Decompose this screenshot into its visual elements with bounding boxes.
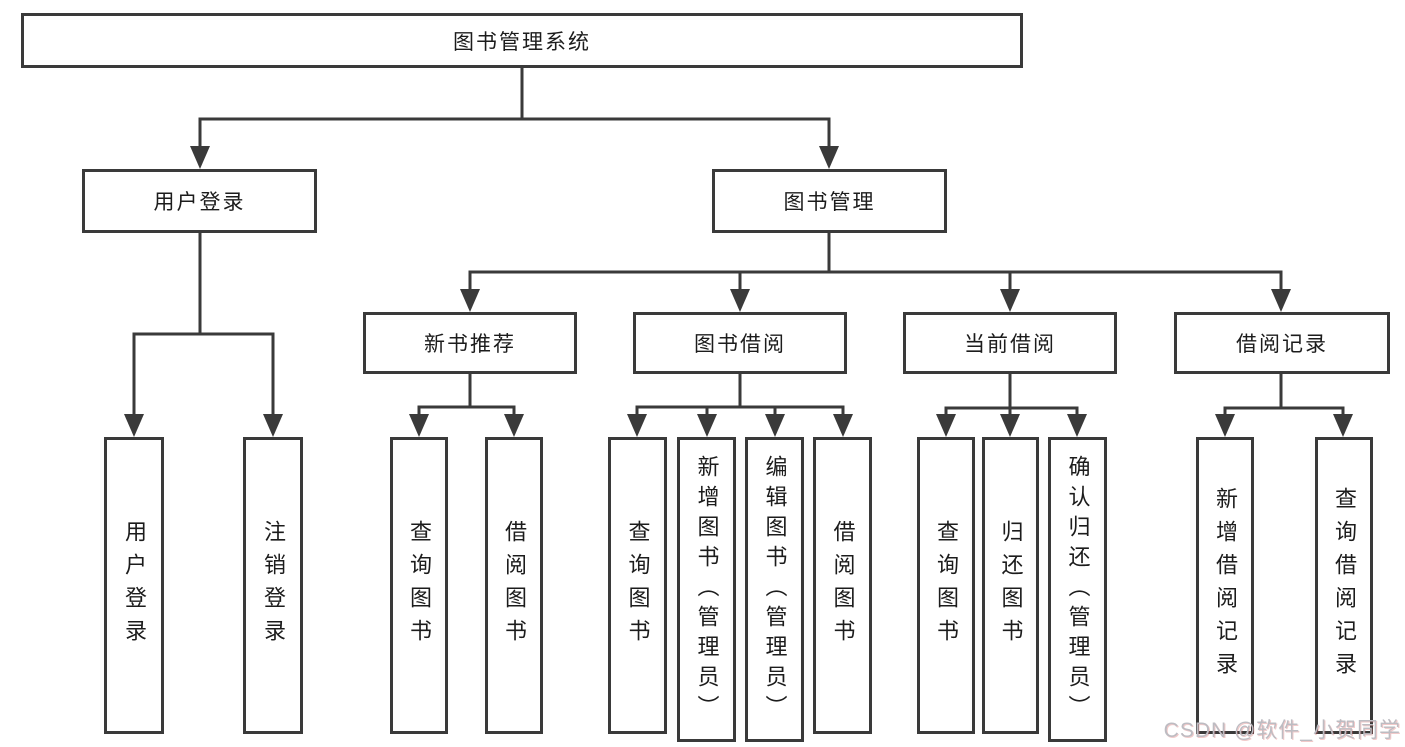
leaf-confirm-return-admin: 确认归还（管理员） bbox=[1048, 437, 1107, 742]
arrowhead-icons bbox=[124, 146, 1353, 437]
node-book-borrow: 图书借阅 bbox=[633, 312, 847, 374]
leaf-add-borrow-record: 新增借阅记录 bbox=[1196, 437, 1254, 734]
leaf-query-books-recommend: 查询图书 bbox=[390, 437, 448, 734]
node-library-management-system: 图书管理系统 bbox=[21, 13, 1023, 68]
node-new-book-recommend: 新书推荐 bbox=[363, 312, 577, 374]
leaf-edit-book-admin: 编辑图书（管理员） bbox=[745, 437, 804, 742]
leaf-borrow-books-recommend: 借阅图书 bbox=[485, 437, 543, 734]
csdn-watermark: CSDN @软件_小贺同学 bbox=[1163, 719, 1401, 742]
node-book-management: 图书管理 bbox=[712, 169, 947, 233]
leaf-query-books-current: 查询图书 bbox=[917, 437, 975, 734]
leaf-borrow-books: 借阅图书 bbox=[813, 437, 872, 734]
node-user-login: 用户登录 bbox=[82, 169, 317, 233]
leaf-query-borrow-record: 查询借阅记录 bbox=[1315, 437, 1373, 734]
leaf-add-book-admin: 新增图书（管理员） bbox=[677, 437, 736, 742]
node-current-borrow: 当前借阅 bbox=[903, 312, 1117, 374]
leaf-return-book: 归还图书 bbox=[982, 437, 1039, 734]
leaf-query-books-borrow: 查询图书 bbox=[608, 437, 667, 734]
leaf-logout: 注销登录 bbox=[243, 437, 303, 734]
node-borrow-records: 借阅记录 bbox=[1174, 312, 1390, 374]
leaf-user-login: 用户登录 bbox=[104, 437, 164, 734]
